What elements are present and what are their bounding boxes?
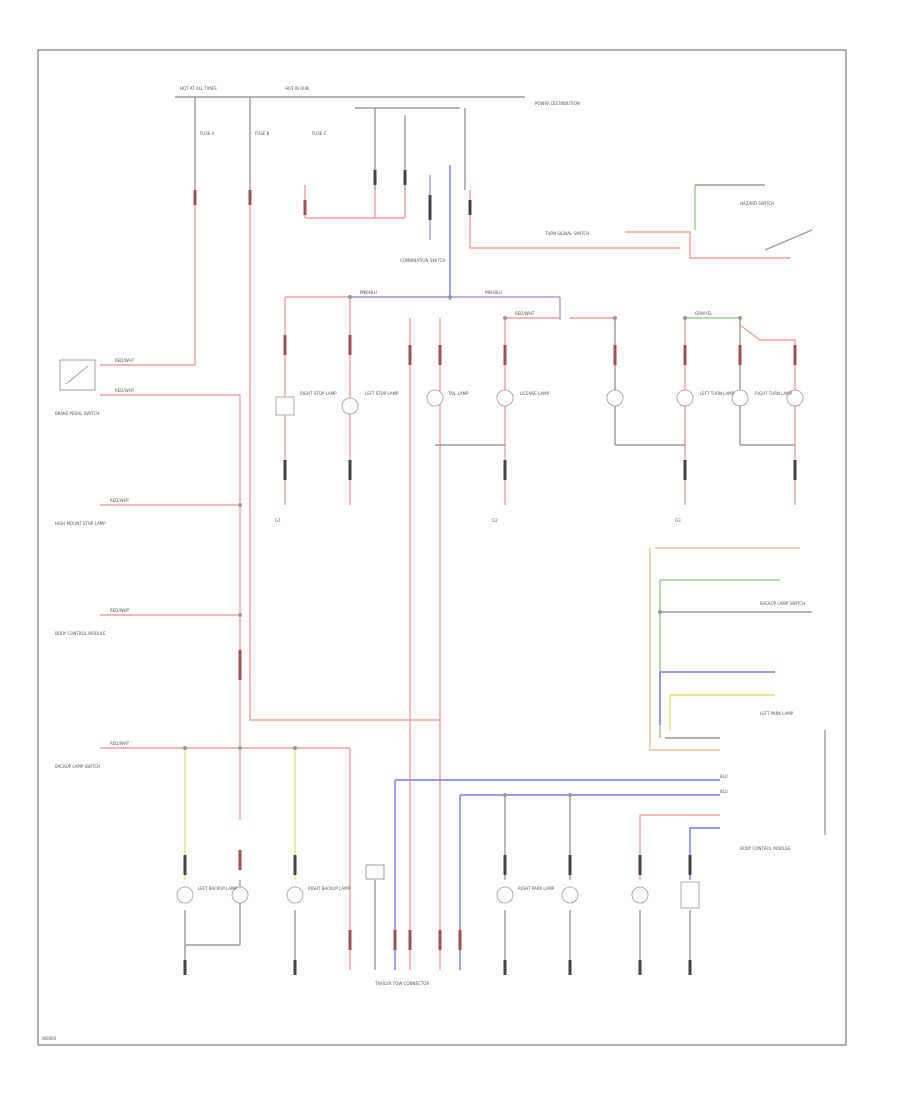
bulb-icon	[341, 397, 359, 415]
fuse-b-label: FUSE B	[255, 131, 270, 136]
bottom-bulbs: LEFT BACKUP LAMP RIGHT BACKUP LAMP RIGHT…	[176, 748, 700, 986]
left-turn-label: LEFT TURN LAMP	[700, 391, 735, 396]
combination-switch-label: COMBINATION SWITCH	[400, 258, 445, 263]
wire-label: PNK/BLU	[485, 290, 502, 295]
connector-stubs	[183, 170, 797, 975]
bulb-icon	[561, 886, 579, 904]
left-backup-label: LEFT BACKUP LAMP	[198, 886, 238, 891]
hot-label-1: HOT AT ALL TIMES	[180, 86, 217, 91]
bulb-icon	[731, 389, 749, 407]
wire-label: RED/WHT	[115, 388, 135, 393]
top-power-section: HOT AT ALL TIMES HOT IN RUN FUSE A FUSE …	[175, 86, 813, 300]
left-stop-label: LEFT STOP LAMP	[365, 391, 399, 396]
bulb-icon	[631, 886, 649, 904]
backup-lamp-switch-label: BACKUP LAMP SWITCH	[760, 601, 805, 606]
hot-label-2: HOT IN RUN	[285, 86, 309, 91]
top-bulbs: RIGHT STOP LAMP LEFT STOP LAMP TAIL LAMP…	[275, 389, 804, 523]
wire-label: RED/WHT	[110, 608, 130, 613]
bulb-icon	[275, 396, 295, 416]
wire-label: RED/WHT	[110, 498, 130, 503]
backup-switch-label: BACKUP LAMP SWITCH	[55, 764, 100, 769]
bulb-icon	[176, 886, 194, 904]
left-feed-section: BRAKE PEDAL SWITCH HIGH MOUNT STOP LAMP …	[55, 200, 441, 970]
bulb-icon	[496, 389, 514, 407]
bulb-icon	[676, 389, 694, 407]
hazard-switch-label: HAZARD SWITCH	[740, 201, 774, 206]
wire-labels: RED/WHT RED/WHT RED/WHT RED/WHT RED/WHT …	[110, 290, 728, 794]
ground-3-label: G3	[675, 518, 681, 523]
left-park-label: LEFT PARK LAMP	[760, 711, 794, 716]
body-control-right-label: BODY CONTROL MODULE	[740, 846, 791, 851]
junction-dots	[183, 295, 742, 797]
right-stop-label: RIGHT STOP LAMP	[300, 391, 337, 396]
wire-label: BLU	[720, 789, 728, 794]
brake-switch-label: BRAKE PEDAL SWITCH	[55, 411, 99, 416]
bulb-icon	[426, 389, 444, 407]
bulb-icon	[286, 886, 304, 904]
bulb-icon	[680, 881, 700, 909]
wire-label: BLU	[720, 774, 728, 779]
right-switch-section: BACKUP LAMP SWITCH LEFT PARK LAMP BODY C…	[394, 547, 826, 970]
right-park-label: RIGHT PARK LAMP	[518, 886, 555, 891]
wire-label: RED/WHT	[515, 311, 535, 316]
body-control-label: BODY CONTROL MODULE	[55, 631, 106, 636]
power-dist-label: POWER DISTRIBUTION	[535, 101, 580, 106]
right-backup-label: RIGHT BACKUP LAMP	[308, 886, 351, 891]
bulb-icon	[786, 389, 804, 407]
bulb-icon	[606, 389, 624, 407]
trailer-label: TRAILER TOW CONNECTOR	[374, 981, 429, 986]
right-turn-label: RIGHT TURN LAMP	[755, 391, 793, 396]
ground-2-label: G2	[492, 518, 498, 523]
middle-bus-section	[284, 296, 796, 970]
tail-label: TAIL LAMP	[447, 391, 469, 396]
turn-switch-label: TURN SIGNAL SWITCH	[544, 231, 589, 236]
page-code: W0000	[42, 1036, 57, 1041]
wire-label: RED/WHT	[115, 358, 135, 363]
fuse-c-label: FUSE C	[312, 131, 327, 136]
license-label: LICENSE LAMP	[520, 391, 550, 396]
wire-label: RED/WHT	[110, 741, 130, 746]
high-mount-label: HIGH MOUNT STOP LAMP	[55, 521, 106, 526]
bulb-icon	[496, 886, 514, 904]
diagram-frame	[37, 49, 847, 1046]
fuse-a-label: FUSE A	[200, 131, 215, 136]
ground-1-label: G1	[275, 518, 281, 523]
wire-label: GRN/YEL	[695, 311, 713, 316]
bulb-icon	[231, 886, 249, 904]
wire-label: PNK/BLU	[360, 290, 377, 295]
